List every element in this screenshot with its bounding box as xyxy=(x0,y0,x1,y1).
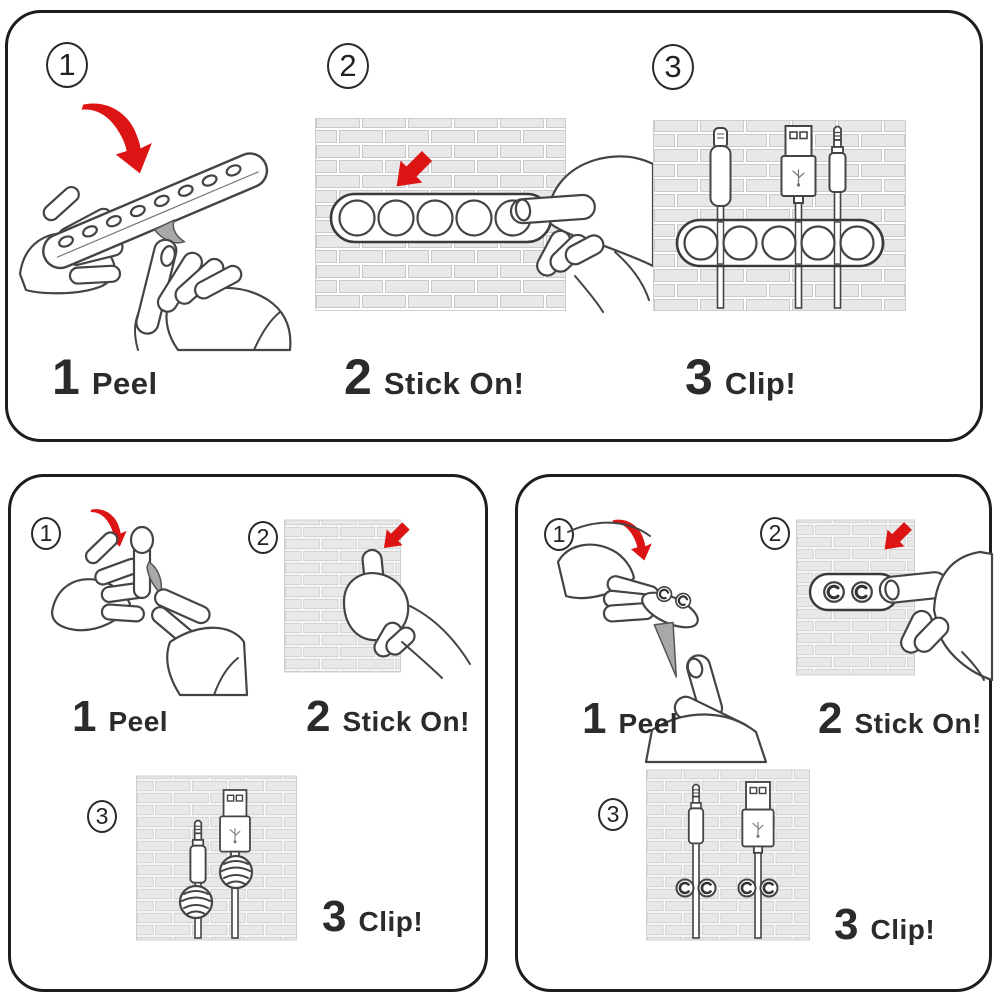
badge-number: 1 xyxy=(39,520,53,546)
hand xyxy=(644,654,768,764)
illustration-stick-duo-clip xyxy=(796,517,994,682)
illustration-peel-strip xyxy=(18,99,292,352)
step-label: Peel xyxy=(91,366,158,401)
step-badge-1: 1 xyxy=(31,517,61,550)
illustration-cables-gripped xyxy=(136,775,297,941)
step-number: 3 xyxy=(322,892,347,941)
adhesive-backing-flap xyxy=(153,219,186,244)
step-caption: 3 Clip! xyxy=(685,348,796,406)
step-number: 2 xyxy=(818,694,843,743)
illustration-peel-clip xyxy=(50,506,249,697)
step-badge-1: 1 xyxy=(46,42,88,88)
hand xyxy=(509,155,655,313)
hand xyxy=(342,548,471,679)
illustration-peel-duo-clip xyxy=(556,516,768,764)
hand xyxy=(134,238,292,352)
step-badge-1: 1 xyxy=(544,518,574,551)
step-label: Clip! xyxy=(724,366,797,401)
badge-number: 2 xyxy=(768,520,782,546)
badge-number: 1 xyxy=(552,521,566,547)
badge-number: 3 xyxy=(606,801,620,827)
step-number: 3 xyxy=(834,900,859,949)
illustration-stick-clip xyxy=(284,518,471,679)
badge-number: 3 xyxy=(664,49,682,84)
cable xyxy=(754,851,762,939)
step-caption: 1 Peel xyxy=(72,692,168,742)
step-label: Clip! xyxy=(870,914,936,945)
step-caption: 3 Clip! xyxy=(834,900,935,950)
duo-clip xyxy=(641,583,699,678)
brick-wall xyxy=(653,120,906,311)
step-label: Stick On! xyxy=(342,706,470,737)
step-caption: 2 Stick On! xyxy=(344,348,524,406)
illustration-cables-clipped xyxy=(653,120,906,311)
cable-clip-strip xyxy=(675,218,885,268)
step-badge-2: 2 xyxy=(327,43,369,89)
step-number: 1 xyxy=(52,349,80,405)
hand xyxy=(151,588,249,697)
step-label: Peel xyxy=(618,708,679,739)
brick-wall xyxy=(136,775,297,941)
step-number: 3 xyxy=(685,349,713,405)
illustration-stick-strip xyxy=(315,118,655,313)
cable-clip-strip xyxy=(329,192,553,244)
step-number: 2 xyxy=(344,349,372,405)
cable-clip-strip xyxy=(42,152,269,270)
brick-wall xyxy=(646,769,810,941)
step-caption: 1 Peel xyxy=(582,694,678,744)
step-badge-3: 3 xyxy=(87,800,117,833)
step-badge-3: 3 xyxy=(652,44,694,90)
step-caption: 1 Peel xyxy=(52,348,158,406)
badge-number: 3 xyxy=(95,803,109,829)
illustration-cables-in-duo-clips xyxy=(646,769,810,941)
step-badge-2: 2 xyxy=(248,521,278,554)
step-badge-3: 3 xyxy=(598,798,628,831)
step-label: Peel xyxy=(108,706,169,737)
step-badge-2: 2 xyxy=(760,517,790,550)
badge-number: 1 xyxy=(58,47,76,82)
single-clip xyxy=(129,525,163,600)
hand xyxy=(878,550,994,682)
step-caption: 2 Stick On! xyxy=(818,694,982,744)
step-caption: 2 Stick On! xyxy=(306,692,470,742)
badge-number: 2 xyxy=(256,524,270,550)
hand xyxy=(50,531,147,632)
step-number: 1 xyxy=(72,692,97,741)
step-label: Stick On! xyxy=(383,366,525,401)
step-label: Clip! xyxy=(358,906,424,937)
adhesive-backing-flap xyxy=(653,621,678,678)
step-number: 2 xyxy=(306,692,331,741)
step-label: Stick On! xyxy=(854,708,982,739)
badge-number: 2 xyxy=(339,48,357,83)
step-number: 1 xyxy=(582,694,607,743)
step-caption: 3 Clip! xyxy=(322,892,423,942)
